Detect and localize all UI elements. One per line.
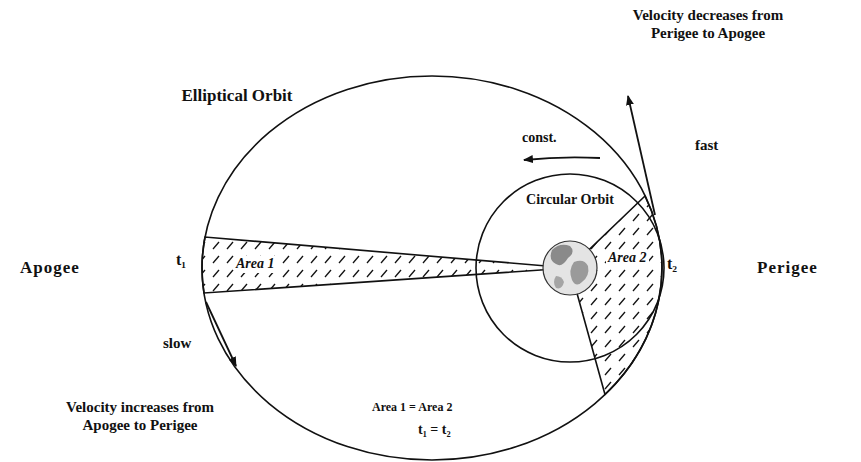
area-label: Area 2 [606,250,649,267]
area-label: Area 1 [234,256,277,273]
velocity-note: Velocity increases from Apogee to Perige… [58,398,222,434]
velocity-note: Velocity decreases from Perigee to Apoge… [628,6,788,42]
equality-note: t₁ = t₂ [418,422,451,439]
velocity-arrow [524,157,600,160]
orbit-title: Circular Orbit [520,192,620,209]
time-label: t₂ [667,254,677,273]
speed-label: const. [522,130,557,147]
area-wedge [570,196,662,395]
velocity-arrow [206,302,236,366]
orbit-title: Elliptical Orbit [178,86,296,106]
apsis-label: Apogee [20,258,80,278]
time-label: t₁ [176,250,186,269]
speed-label: fast [695,136,718,154]
speed-label: slow [163,334,191,352]
earth-globe [543,241,597,295]
equality-note: Area 1 = Area 2 [372,400,452,414]
apsis-label: Perigee [757,258,818,278]
area-wedge [202,237,570,293]
circular-orbit: Circular Orbit [476,174,664,362]
